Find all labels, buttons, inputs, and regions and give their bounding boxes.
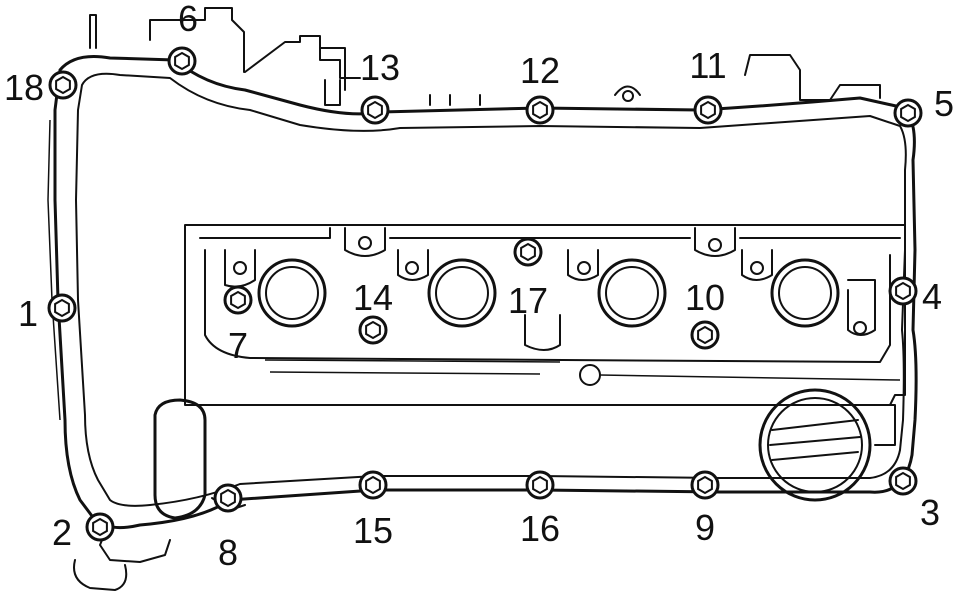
bolt-9	[690, 470, 720, 500]
bolt-16	[525, 470, 555, 500]
oil-filler-cap	[758, 388, 896, 502]
bolt-5	[893, 98, 923, 128]
bolt-label-13: 13	[360, 47, 400, 88]
bolt-11	[693, 95, 723, 125]
bolt-label-12: 12	[520, 50, 560, 91]
bolt-label-14: 14	[353, 277, 393, 318]
bolt-label-18: 18	[4, 67, 44, 108]
plug-panel	[184, 224, 906, 406]
bolt-label-17: 17	[508, 280, 548, 321]
lugs	[224, 227, 876, 386]
bolt-label-15: 15	[353, 510, 393, 551]
bolt-label-11: 11	[689, 45, 726, 86]
upper-housings	[89, 7, 881, 106]
bolt-label-4: 4	[922, 276, 942, 317]
bolt-18	[48, 70, 78, 100]
bolt-label-1: 1	[18, 293, 38, 334]
bolt-15	[358, 470, 388, 500]
bolt-label-6: 6	[178, 0, 198, 39]
bolt-label-9: 9	[695, 507, 715, 548]
bolt-label-2: 2	[52, 512, 72, 553]
bolt-label-16: 16	[520, 508, 560, 549]
bolt-2	[85, 512, 115, 542]
bolt-8	[213, 483, 243, 513]
spark-plug-wells	[257, 258, 840, 328]
bolt-label-8: 8	[218, 532, 238, 573]
bolts	[47, 46, 923, 542]
bolt-4	[888, 276, 918, 306]
bolt-13	[360, 95, 390, 125]
bolt-3	[888, 466, 918, 496]
bolt-6	[167, 46, 197, 76]
bolt-label-7: 7	[228, 325, 248, 366]
bolt-1	[47, 293, 77, 323]
bolt-label-10: 10	[685, 277, 725, 318]
bolt-10	[690, 320, 720, 350]
bolt-14	[358, 315, 388, 345]
bolt-12	[525, 95, 555, 125]
cover-lip	[75, 72, 907, 507]
bolt-label-5: 5	[934, 83, 954, 124]
bolt-label-3: 3	[920, 492, 940, 533]
bolt-17	[513, 237, 543, 267]
bolt-7	[223, 285, 253, 315]
